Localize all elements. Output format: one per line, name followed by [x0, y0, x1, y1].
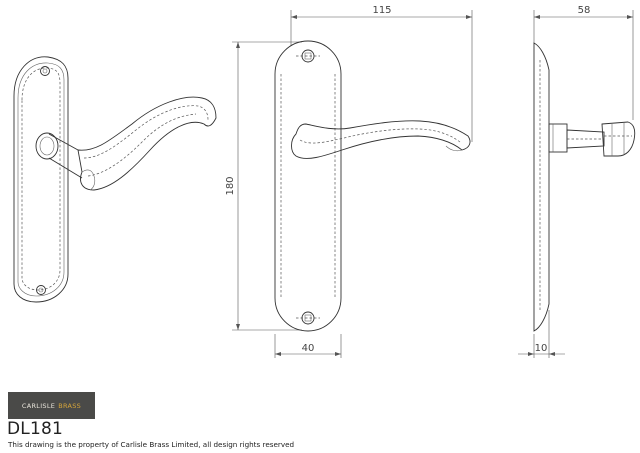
side-view: 58 10	[518, 5, 636, 358]
front-view: 115 180 40	[225, 5, 473, 358]
projection-dimension: 58	[578, 5, 591, 16]
copyright-notice: This drawing is the property of Carlisle…	[8, 440, 295, 449]
overall-width-dimension: 115	[372, 5, 391, 16]
isometric-view	[13, 56, 217, 303]
height-dimension: 180	[225, 176, 236, 195]
brand-logo: CARLISLE BRASS	[8, 392, 95, 419]
model-number: DL181	[7, 419, 64, 439]
backplate-thickness-dimension: 10	[535, 343, 548, 354]
brand-logo-text-brass: BRASS	[58, 401, 82, 410]
backplate-width-dimension: 40	[302, 343, 315, 354]
brand-logo-text-carlisle: CARLISLE	[21, 401, 56, 410]
